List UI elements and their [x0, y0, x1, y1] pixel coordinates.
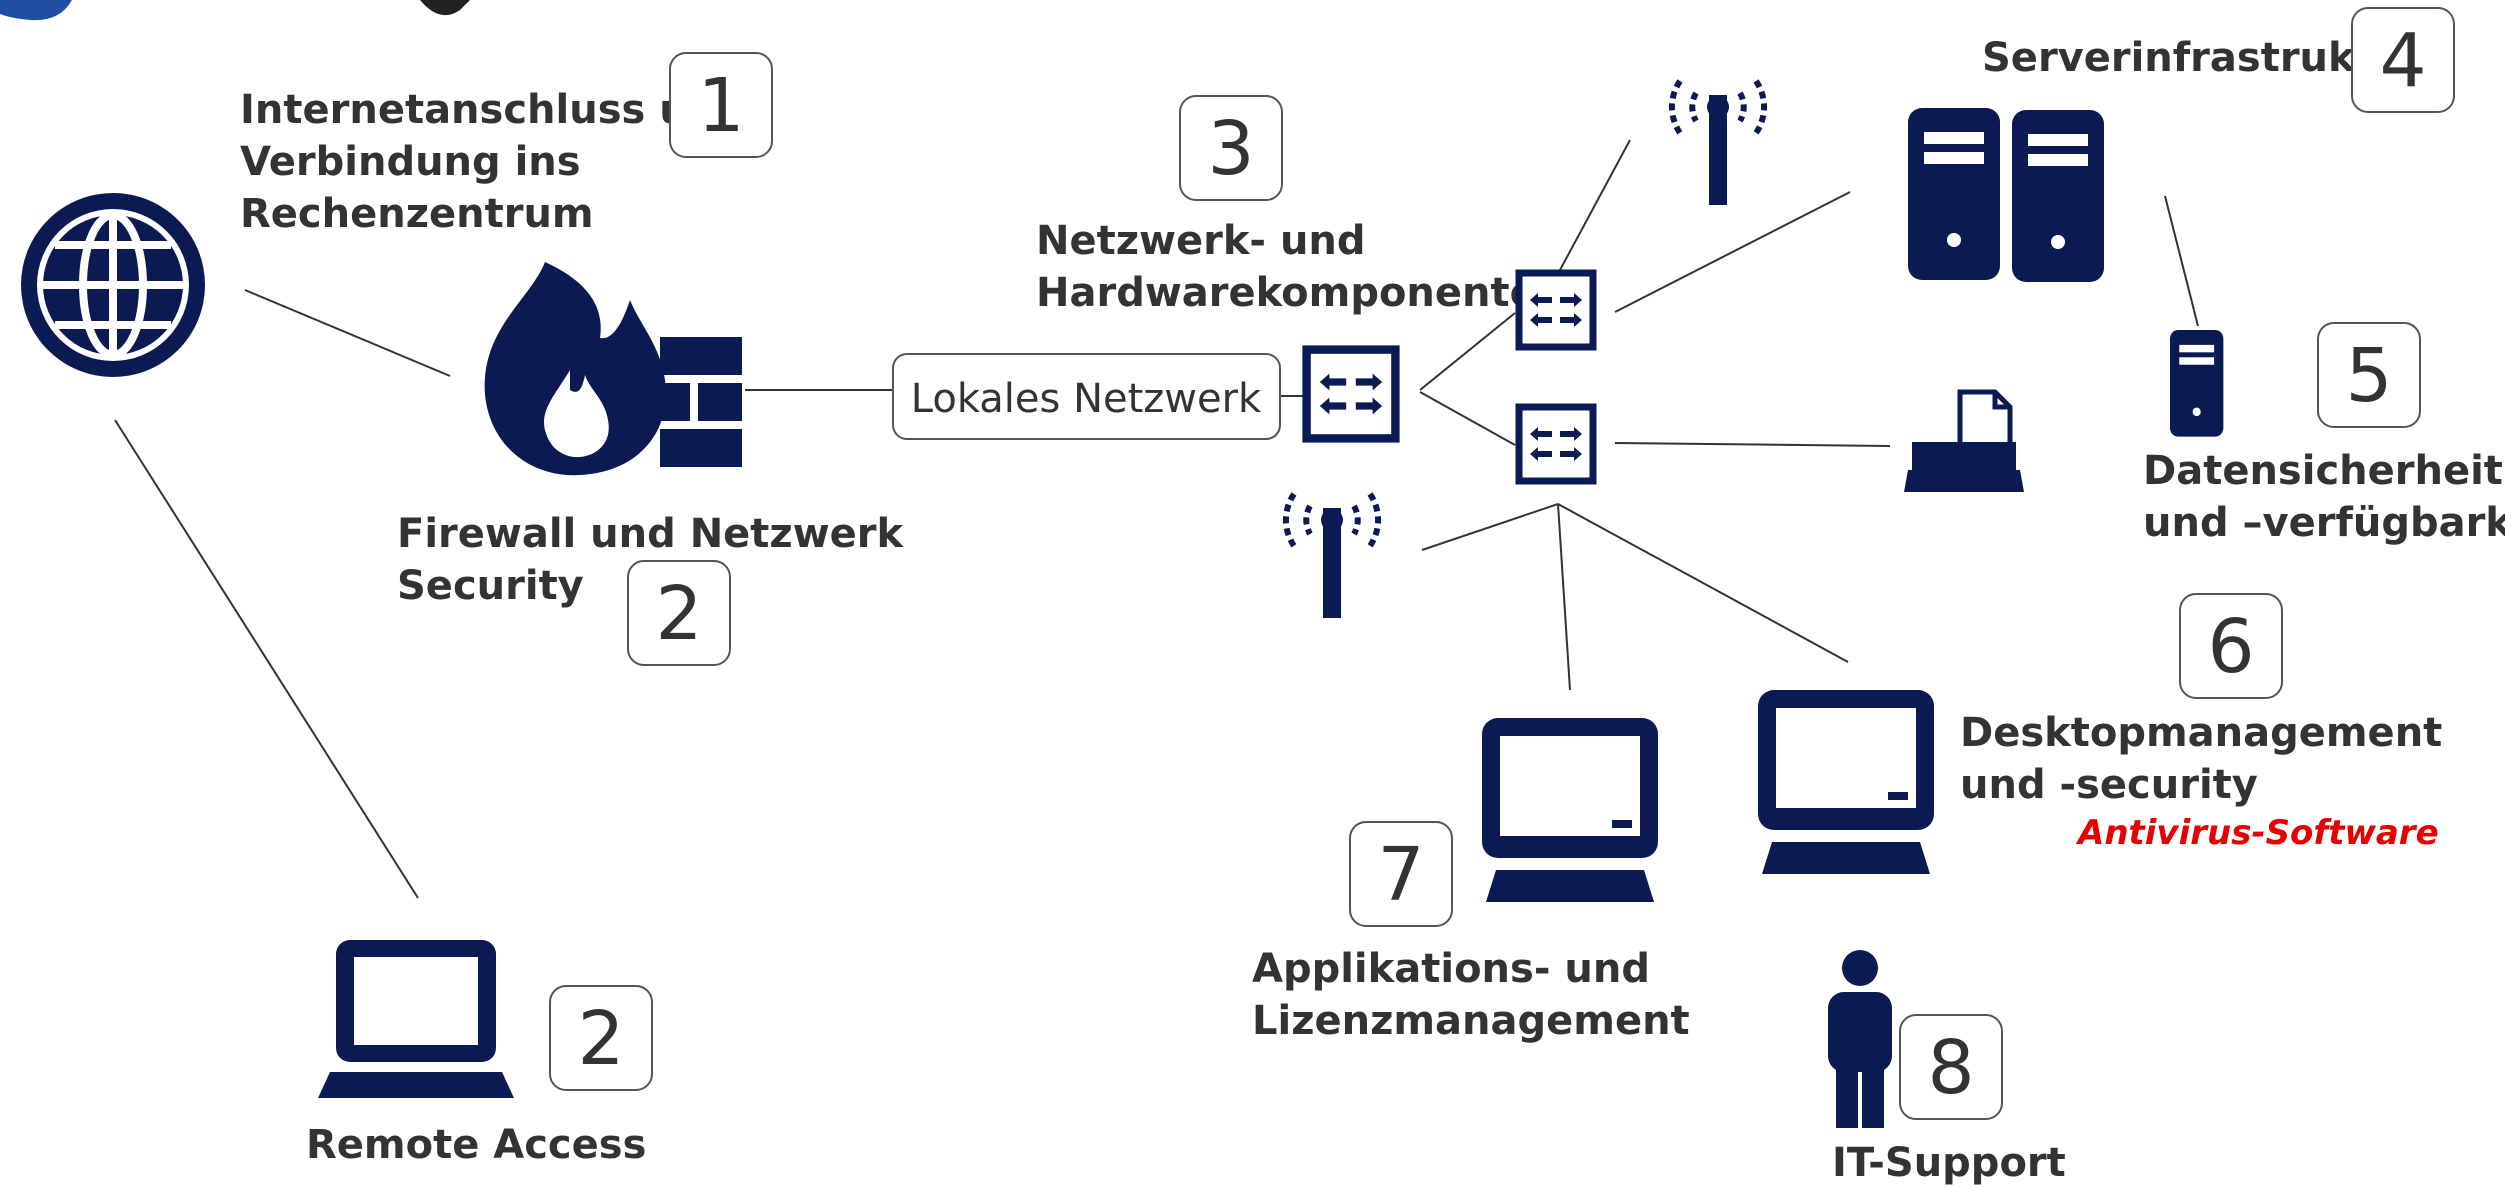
local-network-box: Lokales Netzwerk — [892, 353, 1281, 440]
connector-lines — [114, 139, 2199, 899]
number-badge-1: 1 — [669, 52, 773, 158]
apps-label-line1: Applikations- und — [1252, 946, 1650, 992]
remote-access-label: Remote Access — [306, 1122, 646, 1168]
number-6: 6 — [2207, 604, 2254, 690]
laptop-icon — [318, 940, 514, 1098]
number-badge-6: 6 — [2179, 593, 2283, 699]
number-badge-5: 5 — [2317, 322, 2421, 428]
firewall-icon — [484, 262, 742, 476]
desktop-icon-right — [1758, 690, 1934, 874]
internet-label-line2: Verbindung ins — [240, 139, 581, 185]
apps-label-line2: Lizenzmanagement — [1252, 998, 1690, 1044]
local-network-label: Lokales Netzwerk — [911, 376, 1262, 422]
number-4: 4 — [2379, 18, 2426, 104]
number-badge-4: 4 — [2351, 7, 2455, 113]
number-badge-2-firewall: 2 — [627, 560, 731, 666]
switch-icon-main — [1307, 350, 1396, 439]
number-3: 3 — [1207, 106, 1254, 192]
antenna-icon-lower — [1286, 494, 1378, 618]
switch-icon-lower — [1519, 407, 1593, 481]
number-badge-8: 8 — [1899, 1014, 2003, 1120]
number-8: 8 — [1927, 1025, 1974, 1111]
backup-server-icon — [2170, 330, 2224, 437]
desktop-icon-left — [1482, 718, 1658, 902]
antenna-icon-upper — [1672, 81, 1764, 205]
person-icon — [1828, 950, 1892, 1128]
network-label-line1: Netzwerk- und — [1036, 218, 1366, 264]
number-5: 5 — [2345, 333, 2392, 419]
printer-icon — [1904, 389, 2024, 492]
number-badge-3: 3 — [1179, 95, 1283, 201]
firewall-label-line2: Security — [397, 563, 584, 609]
number-2-firewall: 2 — [655, 571, 702, 657]
desktop-label-line1: Desktopmanagement — [1960, 710, 2442, 756]
number-2-remote: 2 — [577, 996, 624, 1082]
logo-fragment — [0, 0, 470, 21]
server-icon-left — [1908, 108, 2000, 280]
desktop-label-line2: und -security — [1960, 762, 2258, 808]
internet-label-line1: Internetanschluss und — [240, 87, 745, 133]
number-7: 7 — [1377, 832, 1424, 918]
switch-icon-upper — [1519, 273, 1593, 347]
network-label-line2: Hardwarekomponenten — [1036, 270, 1565, 316]
backup-label-line2: und –verfügbarkeit — [2143, 500, 2505, 546]
number-1: 1 — [697, 63, 744, 149]
number-badge-2-remote: 2 — [549, 985, 653, 1091]
globe-icon — [21, 193, 205, 377]
internet-label-line3: Rechenzentrum — [240, 191, 594, 237]
firewall-label-line1: Firewall und Netzwerk — [397, 511, 905, 557]
backup-label-line1: Datensicherheit — [2143, 448, 2503, 494]
number-badge-7: 7 — [1349, 821, 1453, 927]
server-label: Serverinfrastruktur — [1982, 35, 2422, 81]
server-icon-right — [2012, 110, 2104, 282]
antivirus-label: Antivirus-Software — [2075, 813, 2439, 853]
it-support-label: IT-Support — [1832, 1140, 2066, 1186]
